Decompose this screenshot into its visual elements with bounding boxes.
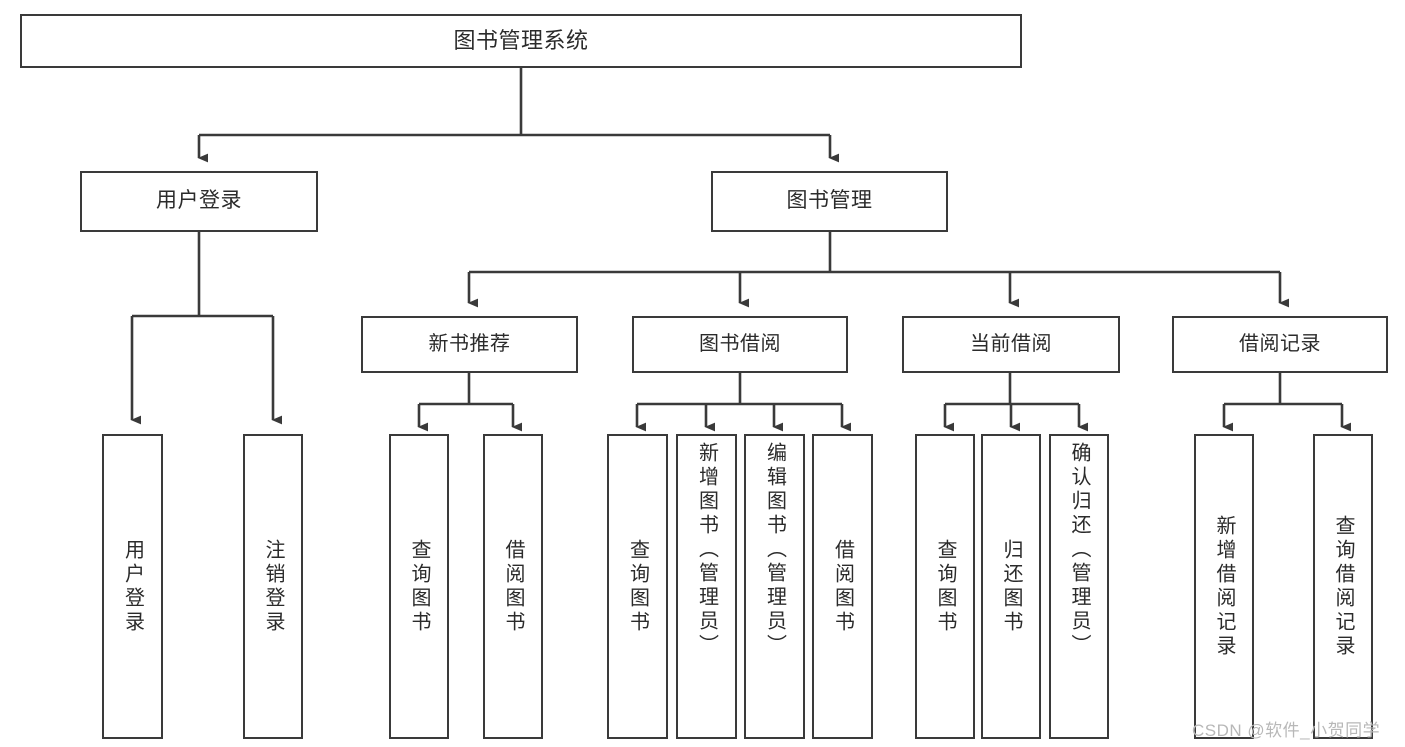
leaf-inner: 借阅图书 [485, 436, 541, 737]
node-label: 查询图书 [626, 538, 649, 635]
node-borrow-records[interactable]: 借阅记录 [1172, 316, 1388, 373]
node-label: 图书借阅 [699, 332, 781, 355]
node-label: 新增图书（管理员） [695, 442, 718, 658]
leaf-borrow-books-recommend[interactable]: 借阅图书 [483, 434, 543, 739]
leaf-inner: 借阅图书 [814, 436, 871, 737]
leaf-inner: 用户登录 [104, 436, 161, 737]
node-user-login[interactable]: 用户登录 [80, 171, 318, 232]
leaf-inner: 新增借阅记录 [1196, 436, 1252, 737]
node-label: 用户登录 [121, 538, 144, 635]
node-label: 用户登录 [156, 189, 242, 213]
node-label: 查询借阅记录 [1332, 514, 1354, 659]
leaf-inner: 查询图书 [609, 436, 666, 737]
node-book-borrowing[interactable]: 图书借阅 [632, 316, 848, 373]
node-label: 确认归还（管理员） [1068, 442, 1090, 658]
node-current-borrowing[interactable]: 当前借阅 [902, 316, 1120, 373]
node-label: 归还图书 [1000, 538, 1022, 635]
node-label: 新增借阅记录 [1213, 514, 1235, 659]
leaf-query-books-recommend[interactable]: 查询图书 [389, 434, 449, 739]
node-label: 借阅记录 [1239, 332, 1321, 355]
node-label: 查询图书 [408, 538, 430, 635]
node-new-book-recommendation[interactable]: 新书推荐 [361, 316, 578, 373]
node-root-book-management-system[interactable]: 图书管理系统 [20, 14, 1022, 68]
leaf-confirm-return-admin[interactable]: 确认归还（管理员） [1049, 434, 1109, 739]
node-label: 当前借阅 [970, 332, 1052, 355]
leaf-add-borrow-record[interactable]: 新增借阅记录 [1194, 434, 1254, 739]
leaf-logout[interactable]: 注销登录 [243, 434, 303, 739]
node-book-management[interactable]: 图书管理 [711, 171, 948, 232]
leaf-inner: 新增图书（管理员） [678, 436, 735, 743]
node-label: 图书管理 [786, 189, 873, 213]
leaf-edit-book-admin[interactable]: 编辑图书（管理员） [744, 434, 805, 739]
leaf-inner: 确认归还（管理员） [1051, 436, 1107, 743]
leaf-return-books[interactable]: 归还图书 [981, 434, 1041, 739]
node-label: 图书管理系统 [453, 28, 589, 54]
node-label: 新书推荐 [428, 332, 511, 355]
node-label: 编辑图书（管理员） [763, 442, 786, 658]
node-label: 借阅图书 [502, 538, 524, 635]
leaf-query-books-borrow[interactable]: 查询图书 [607, 434, 668, 739]
node-label: 注销登录 [262, 538, 284, 635]
node-label: 借阅图书 [831, 538, 854, 635]
leaf-inner: 查询借阅记录 [1315, 436, 1371, 737]
leaf-inner: 归还图书 [983, 436, 1039, 737]
leaf-borrow-books[interactable]: 借阅图书 [812, 434, 873, 739]
leaf-user-login[interactable]: 用户登录 [102, 434, 163, 739]
leaf-inner: 编辑图书（管理员） [746, 436, 803, 743]
leaf-query-books-current[interactable]: 查询图书 [915, 434, 975, 739]
leaf-inner: 查询图书 [917, 436, 973, 737]
leaf-inner: 查询图书 [391, 436, 447, 737]
node-label: 查询图书 [934, 538, 956, 635]
leaf-query-borrow-record[interactable]: 查询借阅记录 [1313, 434, 1373, 739]
leaf-add-book-admin[interactable]: 新增图书（管理员） [676, 434, 737, 739]
leaf-inner: 注销登录 [245, 436, 301, 737]
